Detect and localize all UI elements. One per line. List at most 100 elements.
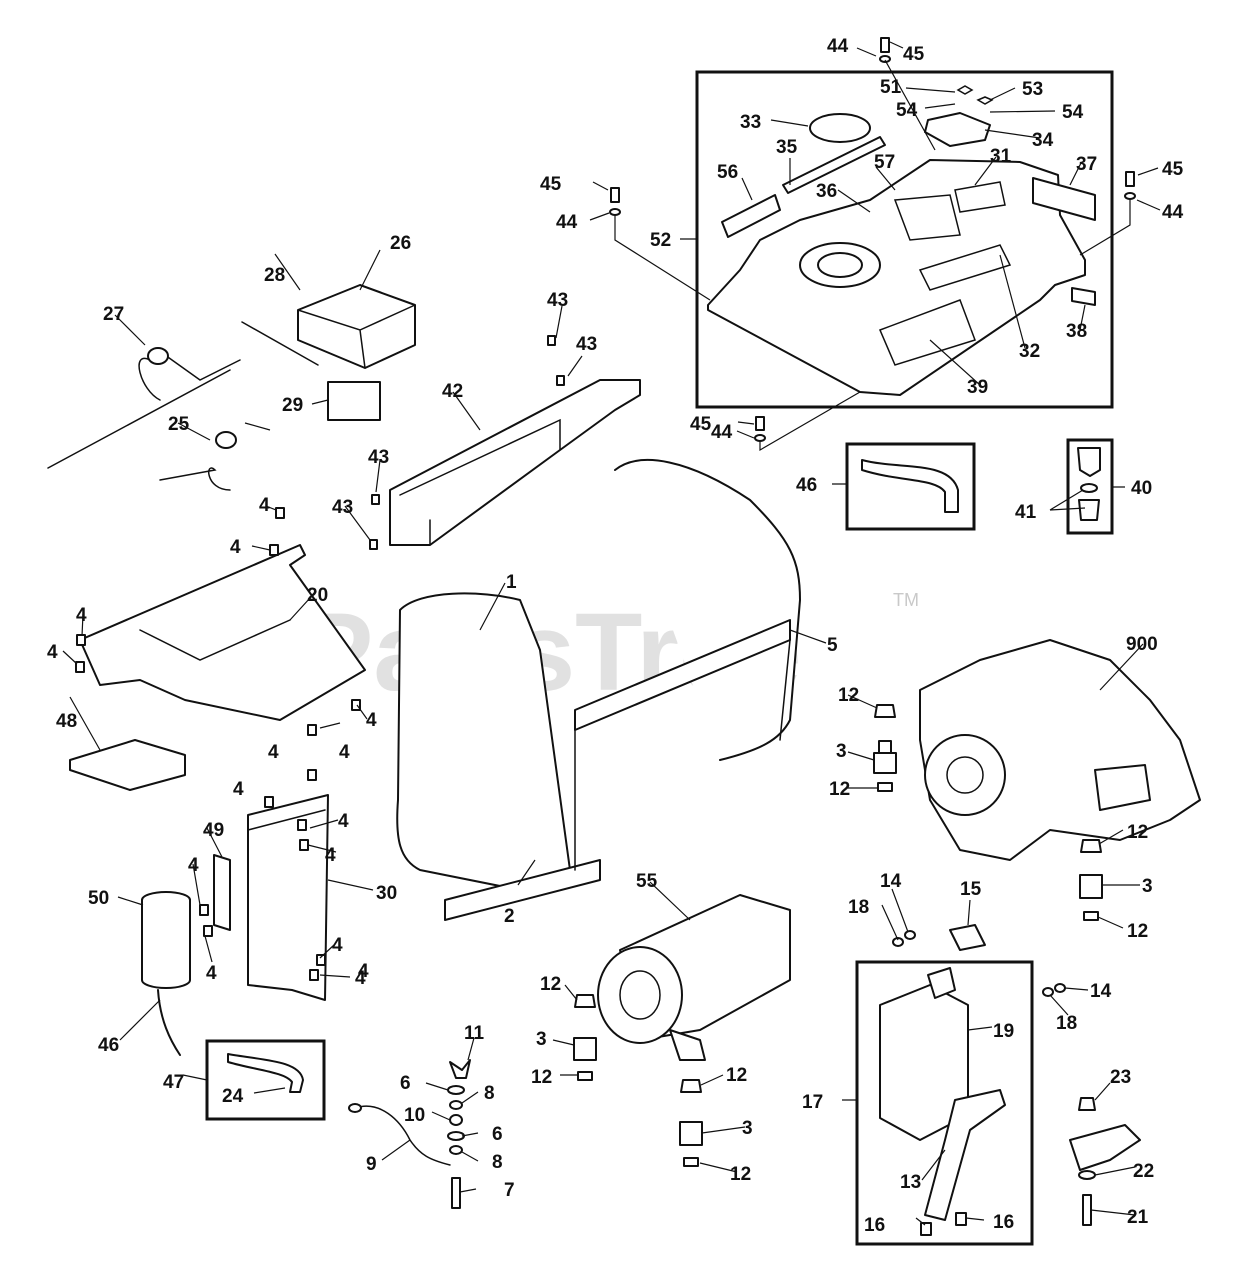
label-39-area bbox=[879, 299, 976, 366]
engine-recoil bbox=[1094, 764, 1151, 811]
nut-10 bbox=[449, 1114, 463, 1126]
screw-4-2 bbox=[269, 544, 279, 556]
screw-4-6 bbox=[307, 724, 317, 736]
bracket-49 bbox=[213, 854, 231, 931]
callout-4-l: 4 bbox=[206, 963, 217, 984]
screw-4-11 bbox=[199, 904, 209, 916]
frame-tube-rear bbox=[614, 459, 801, 761]
callout-4-j: 4 bbox=[325, 845, 336, 866]
muffler-box bbox=[855, 960, 1034, 1246]
callout-30: 30 bbox=[376, 883, 397, 904]
callout-3-d: 3 bbox=[742, 1118, 753, 1139]
callout-45-left: 45 bbox=[540, 174, 562, 195]
callout-4-f: 4 bbox=[339, 742, 350, 763]
screw-4-4 bbox=[75, 661, 85, 673]
callout-28: 28 bbox=[264, 265, 285, 286]
nut-12-c bbox=[1080, 839, 1102, 853]
callout-4-e: 4 bbox=[366, 710, 377, 731]
label-36-area bbox=[893, 194, 961, 241]
fuel-hose-46 bbox=[861, 459, 959, 513]
screw-43-1 bbox=[547, 335, 556, 346]
washer-44-left bbox=[609, 208, 621, 216]
callout-7: 7 bbox=[504, 1180, 515, 1201]
wire-25 bbox=[159, 467, 231, 491]
callout-32: 32 bbox=[1019, 341, 1040, 362]
nut-12-g bbox=[680, 1079, 702, 1093]
nut-23 bbox=[1078, 1097, 1096, 1111]
callout-6-b: 6 bbox=[492, 1124, 503, 1145]
callout-23: 23 bbox=[1110, 1067, 1131, 1088]
screw-4-9 bbox=[297, 819, 307, 831]
isolator-stud-1 bbox=[878, 740, 892, 754]
isolator-2 bbox=[1079, 874, 1103, 899]
callout-36: 36 bbox=[816, 181, 837, 202]
callout-50: 50 bbox=[88, 888, 109, 909]
callout-54-b: 54 bbox=[1062, 102, 1084, 123]
callout-29: 29 bbox=[282, 395, 303, 416]
washer-22 bbox=[1078, 1170, 1096, 1180]
callout-16-b: 16 bbox=[993, 1212, 1014, 1233]
washer-44-top bbox=[879, 55, 891, 63]
callout-40: 40 bbox=[1131, 478, 1152, 499]
callout-4-a: 4 bbox=[259, 495, 270, 516]
callout-46-bottom: 46 bbox=[98, 1035, 119, 1056]
tray-48 bbox=[69, 739, 186, 791]
fuel-tank-group bbox=[695, 70, 1114, 409]
callout-2: 2 bbox=[504, 906, 515, 927]
washer-6-a bbox=[447, 1085, 465, 1095]
callout-8-b: 8 bbox=[492, 1152, 503, 1173]
frame bbox=[396, 459, 801, 921]
callout-46-top: 46 bbox=[796, 475, 817, 496]
callout-43-d: 43 bbox=[332, 497, 353, 518]
callout-57: 57 bbox=[874, 152, 895, 173]
screw-45-top bbox=[880, 37, 890, 53]
callout-41: 41 bbox=[1015, 502, 1037, 523]
callout-44-right: 44 bbox=[1162, 202, 1184, 223]
fuel-gauge-34 bbox=[924, 112, 991, 147]
screw-4-13 bbox=[316, 954, 326, 966]
screw-4-14 bbox=[309, 969, 319, 981]
callout-43-c: 43 bbox=[368, 447, 389, 468]
callout-55: 55 bbox=[636, 871, 658, 892]
screw-45-bottom bbox=[755, 416, 765, 431]
hose-24 bbox=[227, 1053, 304, 1093]
engine-flywheel-housing bbox=[924, 734, 1006, 816]
callout-44-bottom: 44 bbox=[711, 422, 733, 443]
frame-rail-2 bbox=[444, 859, 601, 921]
part-53 bbox=[976, 96, 994, 105]
muffler-bracket-13 bbox=[924, 1089, 1006, 1221]
nut-18-b bbox=[1042, 987, 1054, 997]
plate-20 bbox=[79, 544, 366, 721]
bolt-21 bbox=[1082, 1194, 1092, 1226]
callout-35: 35 bbox=[776, 137, 798, 158]
fuel-cap bbox=[809, 113, 871, 143]
bracket-23 bbox=[1069, 1124, 1141, 1171]
decal-56 bbox=[721, 194, 781, 238]
callout-4-h: 4 bbox=[233, 779, 244, 800]
callout-45-top: 45 bbox=[903, 44, 925, 65]
label-31-area bbox=[954, 181, 1006, 213]
bracket-30-fold bbox=[247, 809, 326, 831]
washer-14-b bbox=[1054, 983, 1066, 993]
spark-plug-boot-27 bbox=[147, 347, 169, 365]
isolator-1 bbox=[873, 752, 897, 774]
panel-42-detail bbox=[399, 418, 561, 546]
screw-43-3 bbox=[371, 494, 380, 505]
callout-44-left: 44 bbox=[556, 212, 578, 233]
callout-18-a: 18 bbox=[848, 897, 869, 918]
callout-43-b: 43 bbox=[576, 334, 597, 355]
callout-4-d: 4 bbox=[47, 642, 58, 663]
fuel-tank-opening bbox=[817, 252, 863, 278]
screw-45-right bbox=[1125, 171, 1135, 187]
tank-mount-leaders bbox=[614, 59, 1131, 452]
callout-47: 47 bbox=[163, 1072, 184, 1093]
hardware-29-box bbox=[327, 381, 381, 421]
screw-16-a bbox=[920, 1222, 932, 1236]
nut-12-e bbox=[574, 994, 596, 1008]
callout-4-g: 4 bbox=[268, 742, 279, 763]
decal-37 bbox=[1032, 177, 1096, 221]
callout-5: 5 bbox=[827, 635, 838, 656]
frame-uprights bbox=[574, 639, 791, 871]
callout-4-o: 4 bbox=[358, 961, 369, 982]
